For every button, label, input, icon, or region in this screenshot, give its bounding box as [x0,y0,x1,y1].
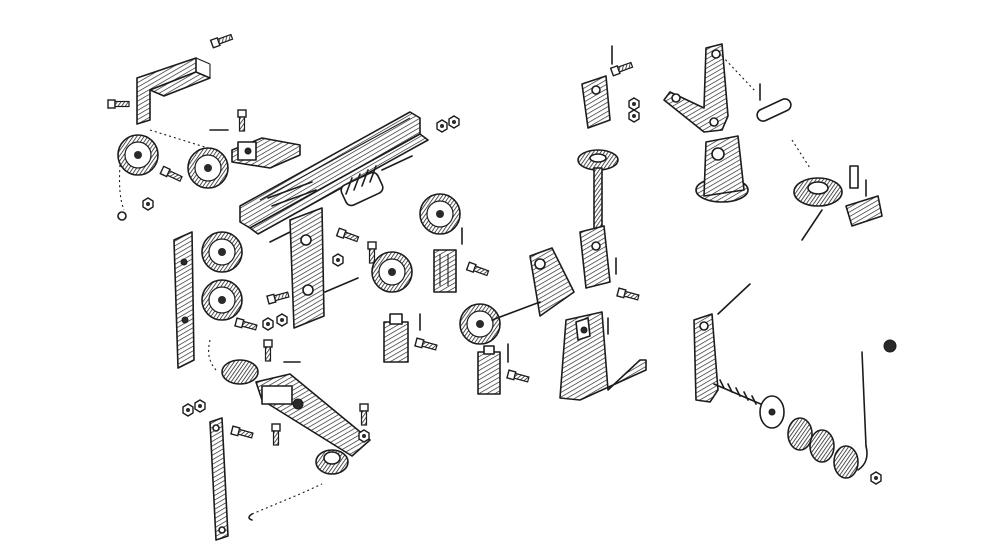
double-pulley-left [201,231,243,321]
long-angle-frame [239,111,429,235]
frame-bolt-right [335,227,360,244]
cable-dashed-left [208,339,219,373]
mid-frame-nut-2 [276,313,288,327]
lower-arm-small-screw [271,423,281,446]
long-flat-link [209,417,229,541]
frame-nut-right [332,253,344,267]
top-center-bolt [609,60,634,77]
right-pedestal [695,135,749,203]
small-clip-center [477,345,501,395]
center-slotted-plate [289,207,325,329]
base-stand-center [559,311,647,401]
small-slot-bracket [433,249,457,293]
right-gear-bracket [845,165,883,227]
left-pulley-pair [117,129,229,221]
l-shaped-lever [663,43,729,133]
top-center-nut-2 [628,109,640,123]
upper-mid-pulley [419,193,461,235]
lower-pivot-arm [221,359,371,457]
lower-clip-bolt [414,337,439,352]
lower-frame-bolt [234,317,259,332]
top-fork-bracket [581,75,611,129]
crank-end-nut [870,471,882,485]
slot-bracket-bolt [465,261,490,278]
mid-frame-bolt [266,290,291,305]
crank-plate [693,313,719,403]
triangular-gusset [529,247,575,317]
lever-cable [721,55,757,93]
center-column-block [579,225,611,289]
top-bracket-screw [209,32,234,49]
top-angle-bracket [136,57,211,125]
right-pin [756,98,792,122]
left-small-screw [107,99,130,109]
wire-hook [248,483,323,521]
lower-arm-hex-bolt [359,403,369,426]
right-gear-wheel [793,177,843,207]
small-u-bracket [231,137,301,169]
tension-spring [340,155,413,207]
crank-cable [717,283,751,315]
clip-center-bolt [506,369,531,384]
crank-knob [883,339,897,353]
crank-washers [759,395,859,479]
arm-top-bolt [263,339,273,362]
crank-handle [857,351,868,471]
column-side-bolt [616,287,641,302]
tall-side-plate [173,231,195,369]
lower-arm-pulley [315,449,349,475]
lower-mid-pulley [371,251,413,293]
lower-pulley-and-bracket [459,301,541,345]
upper-vertical-bolt [237,109,247,132]
threaded-crank-shaft [713,379,771,409]
mid-frame-nut [262,317,274,331]
gear-cable-dashed [791,139,811,169]
top-center-nut [628,97,640,111]
pulley-axle-bolt [159,165,184,184]
small-nut-left [142,197,154,211]
lower-clip-left [383,313,409,363]
lower-arm-nut [358,429,370,443]
small-vertical-screw [367,241,377,264]
nuts-top-right-frame [436,115,460,133]
vertical-shaft-gear [577,149,619,231]
